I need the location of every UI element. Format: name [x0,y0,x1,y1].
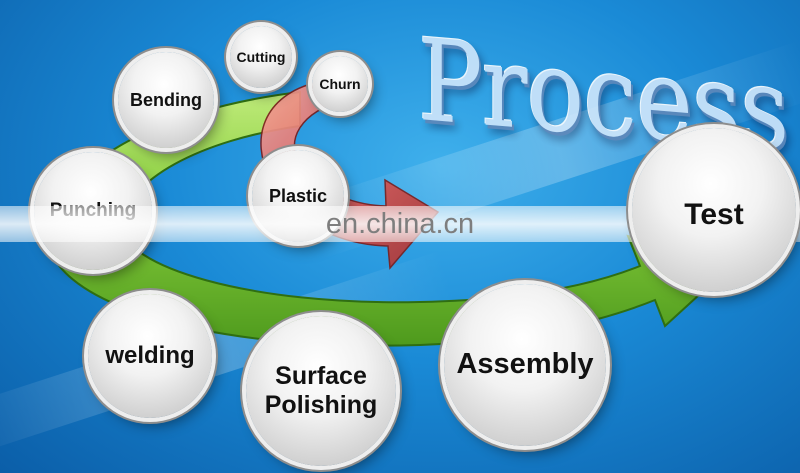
step-surface-polishing: Surface Polishing [246,316,396,466]
step-bending-label: Bending [130,89,202,110]
step-bending: Bending [118,52,214,148]
step-welding: welding [88,294,212,418]
step-test-label: Test [684,198,744,231]
step-assembly: Assembly [444,284,606,446]
step-polishing-label-line1: Surface [275,362,367,391]
step-churn: Churn [312,56,368,112]
step-polishing-label-line2: Polishing [264,391,378,419]
step-welding-label: welding [105,342,195,370]
step-cutting: Cutting [230,26,292,88]
watermark-text: en.china.cn [325,207,475,240]
step-churn-label: Churn [319,75,361,92]
step-test: Test [632,128,796,292]
step-assembly-label: Assembly [456,348,594,381]
step-cutting-label: Cutting [236,48,286,65]
step-plastic-label: Plastic [268,186,328,206]
